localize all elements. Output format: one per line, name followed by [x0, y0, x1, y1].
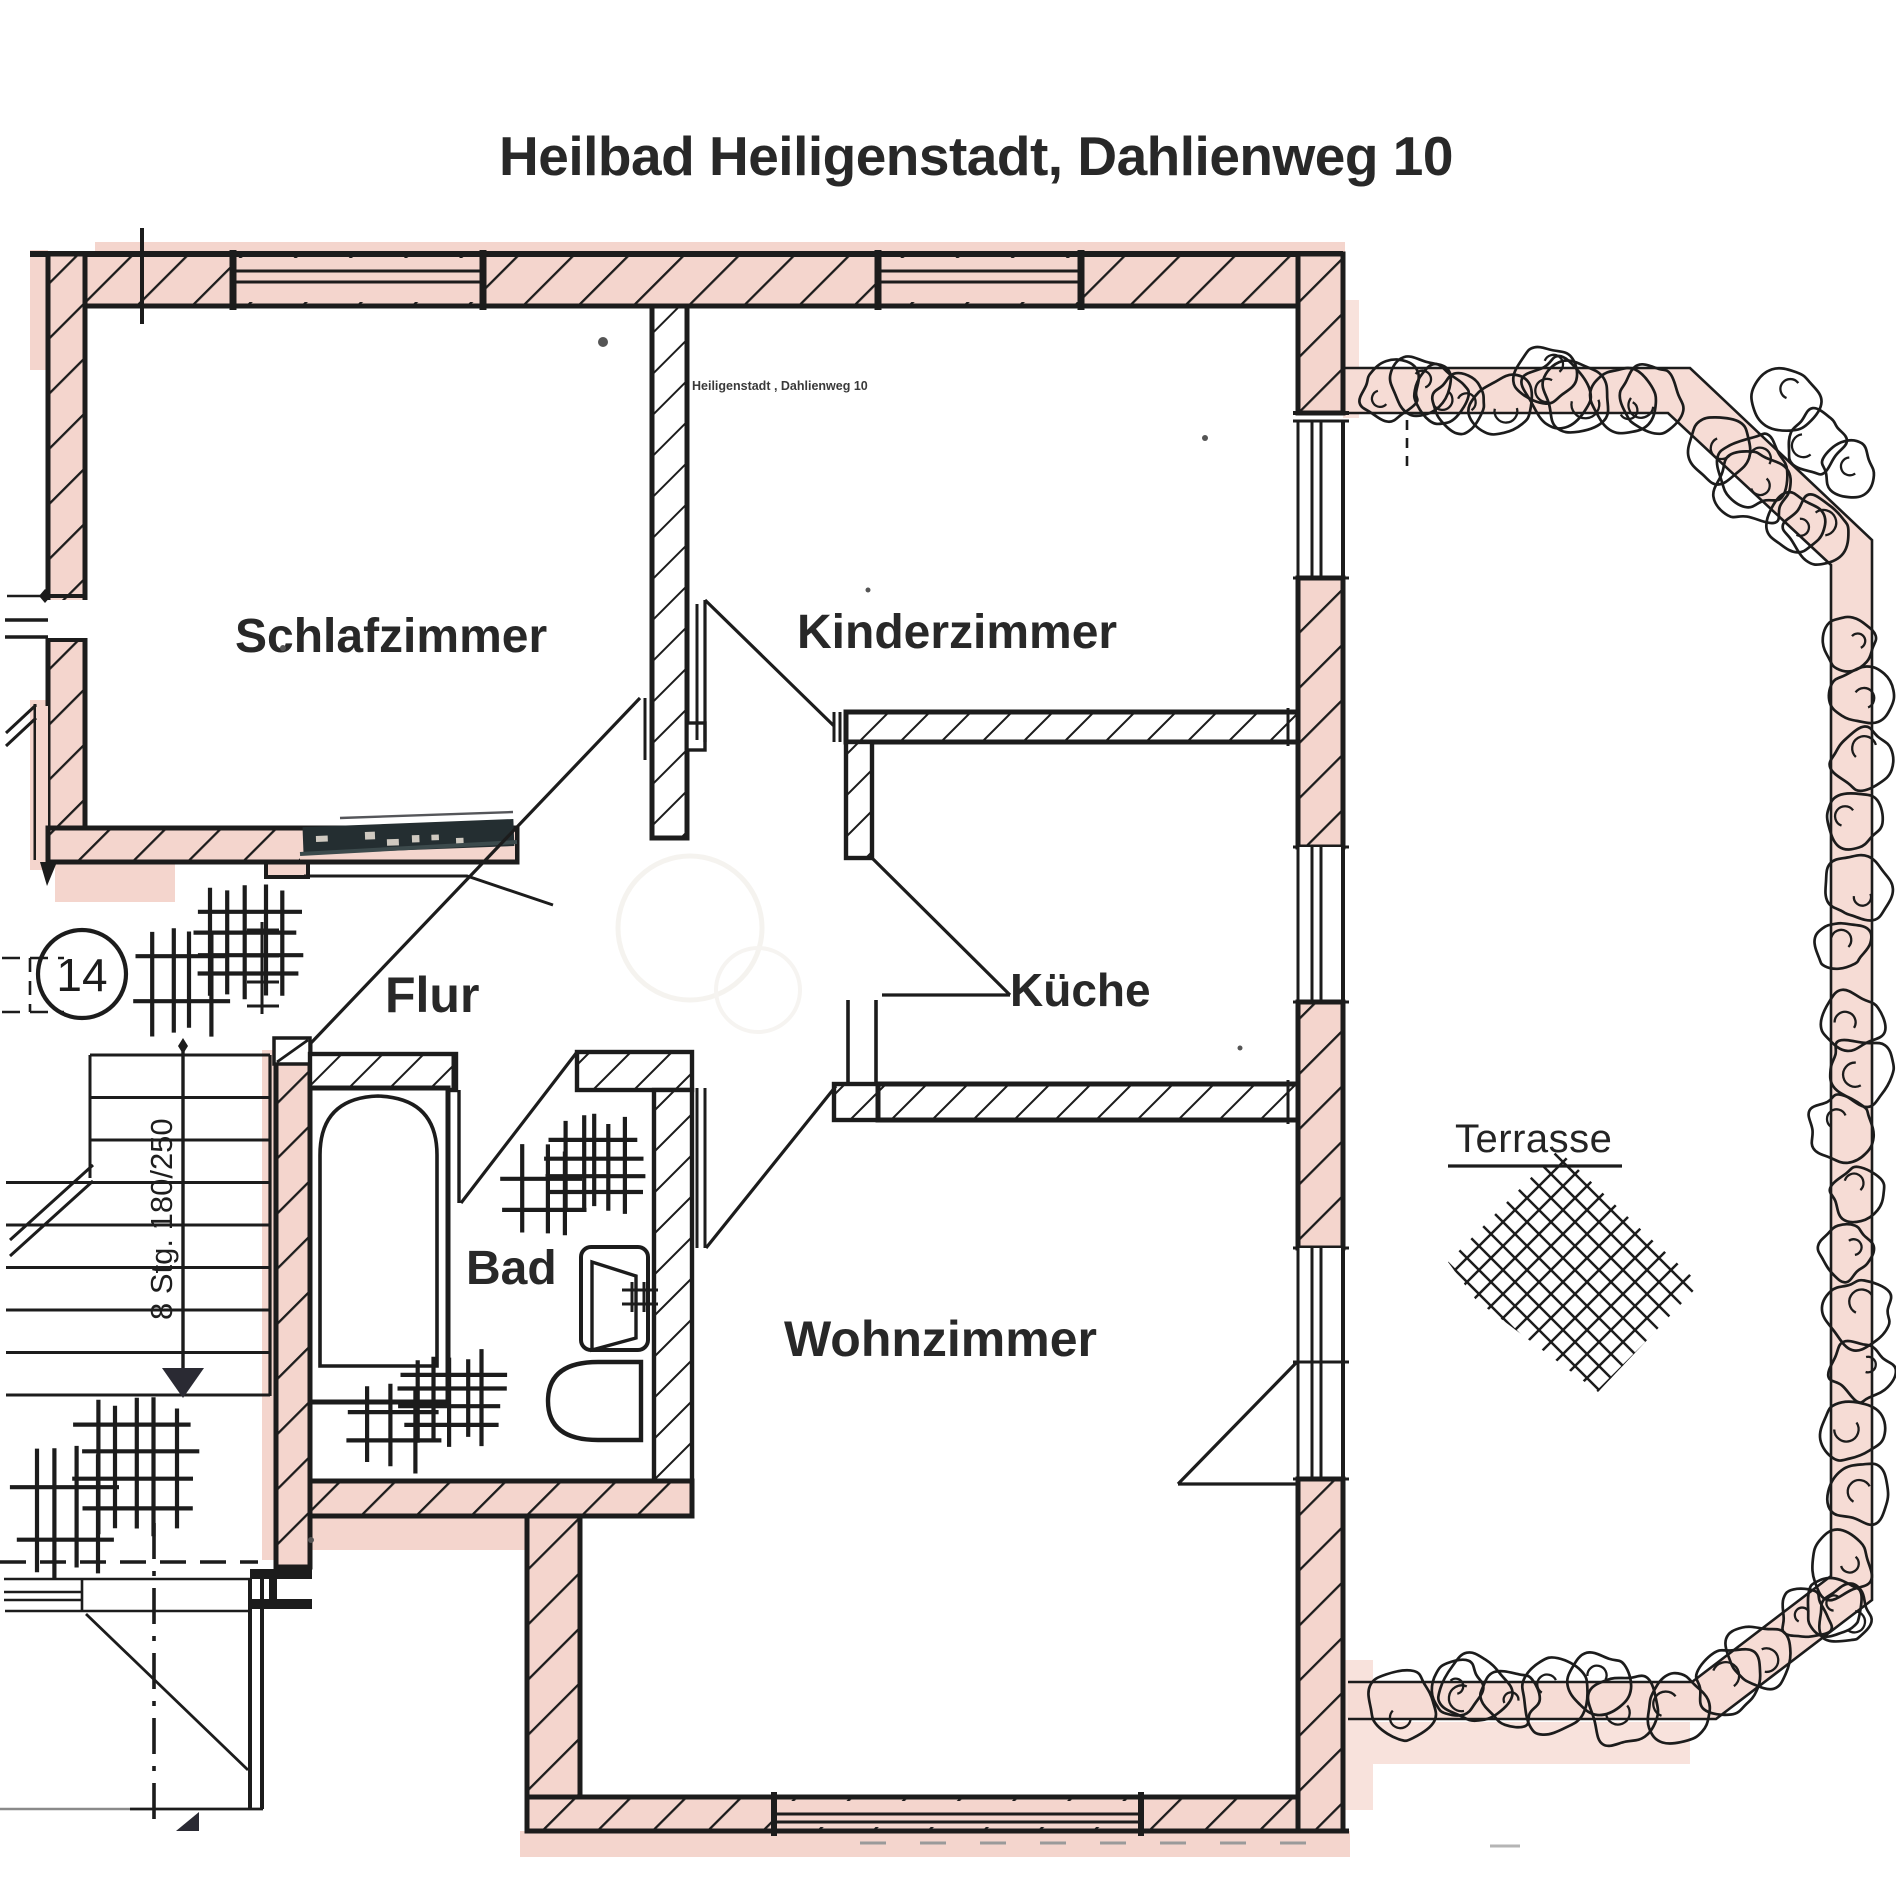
svg-text:Küche: Küche: [1010, 964, 1151, 1016]
svg-text:Bad: Bad: [466, 1242, 557, 1295]
svg-text:Flur: Flur: [385, 967, 479, 1023]
svg-text:Heiligenstadt , Dahlienweg 10: Heiligenstadt , Dahlienweg 10: [692, 379, 868, 393]
svg-text:Schlafzimmer: Schlafzimmer: [235, 610, 547, 663]
svg-text:Heilbad Heiligenstadt, Dahlien: Heilbad Heiligenstadt, Dahlienweg 10: [499, 125, 1453, 187]
svg-text:Wohnzimmer: Wohnzimmer: [784, 1311, 1097, 1367]
svg-text:Terrasse: Terrasse: [1455, 1117, 1612, 1161]
svg-text:Kinderzimmer: Kinderzimmer: [797, 606, 1117, 659]
svg-text:8 Stg. 180/250: 8 Stg. 180/250: [144, 1118, 179, 1320]
svg-text:14: 14: [56, 949, 107, 1001]
